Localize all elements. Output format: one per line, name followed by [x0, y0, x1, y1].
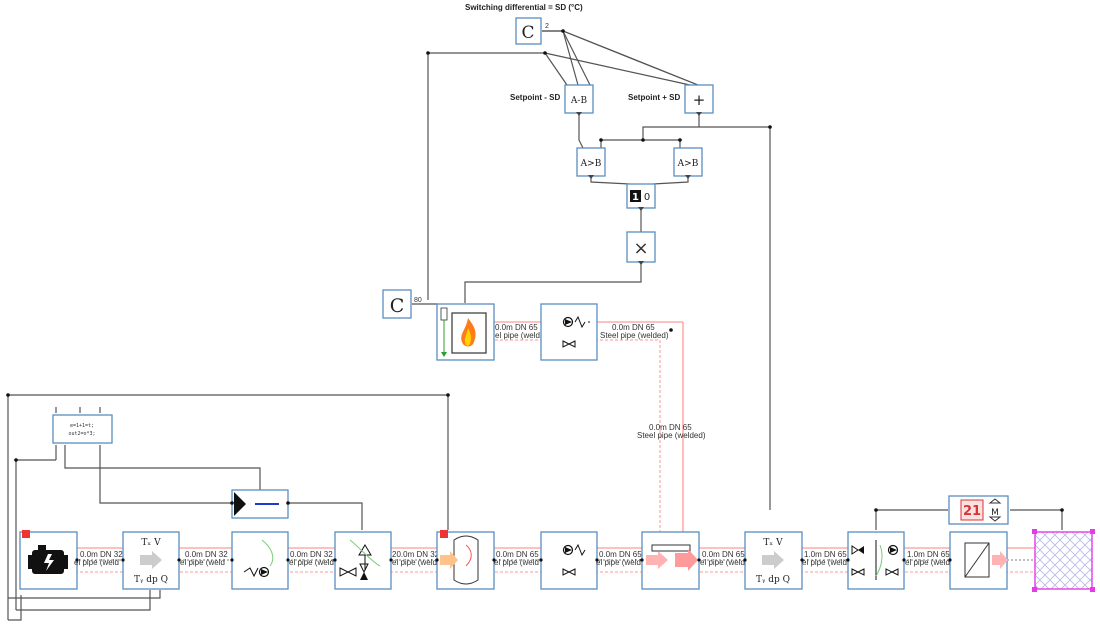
pipe-label-1: 0.0m DN 32 el pipe (weld [74, 550, 123, 567]
sensor-block-1[interactable]: Tₓ V Tᵧ dp Q [122, 531, 180, 590]
svg-text:0.0m DN 65: 0.0m DN 65 [599, 550, 642, 559]
svg-text:1.0m DN 65: 1.0m DN 65 [804, 550, 847, 559]
switching-differential-label: Switching differential = SD (°C) [465, 3, 583, 12]
double-pump-block[interactable] [847, 531, 905, 590]
pump-block-1[interactable] [231, 531, 289, 590]
multiply-block[interactable]: × [626, 231, 656, 265]
boiler-block[interactable] [436, 303, 495, 361]
svg-text:0.0m DN 65: 0.0m DN 65 [612, 323, 655, 332]
setpoint-minus-label: Setpoint - SD [510, 93, 560, 102]
sensor-2-top: Tₓ V [763, 538, 783, 548]
display-block[interactable]: 21 M [948, 495, 1009, 525]
svg-text:0.0m DN 65: 0.0m DN 65 [649, 423, 692, 432]
sensor-2-bottom: Tᵧ dp Q [756, 575, 790, 585]
flipflop-one: 1 [632, 192, 639, 203]
multiply-label: × [633, 238, 648, 259]
svg-text:0.0m DN 65: 0.0m DN 65 [702, 550, 745, 559]
pipe-label-9: 1.0m DN 65 el pipe (weld [905, 550, 950, 567]
display-value: 21 [963, 504, 981, 519]
pipe-label-5: 0.0m DN 65 el pipe (weld [494, 550, 539, 567]
display-mode: M [991, 508, 999, 518]
sensor-1-top: Tₓ V [141, 538, 161, 548]
svg-text:0.0m DN 32: 0.0m DN 32 [80, 550, 123, 559]
sensor-block-2[interactable]: Tₓ V Tᵧ dp Q [744, 531, 803, 590]
compare-block-right[interactable]: A>B [673, 147, 703, 179]
pump-block-2[interactable] [540, 531, 598, 590]
svg-text:el pipe (weld: el pipe (weld [802, 558, 847, 567]
svg-text:el pipe (weld: el pipe (weld [596, 558, 641, 567]
svg-text:Steel pipe (welded): Steel pipe (welded) [637, 431, 706, 440]
junction-dots [6, 29, 1064, 562]
subtract-label: A-B [570, 96, 588, 106]
svg-text:el pipe (weld: el pipe (weld [392, 558, 437, 567]
compare-block-left[interactable]: A>B [576, 147, 606, 179]
compare-right-label: A>B [677, 159, 699, 169]
code-block[interactable]: e=1+1=t; out2=o*3; [52, 414, 113, 444]
svg-text:Steel pipe (welded): Steel pipe (welded) [600, 331, 669, 340]
heat-generator-block[interactable] [19, 530, 78, 590]
upper-pipe-label-1: 0.0m DN 65 el pipe (weld [495, 323, 540, 340]
sensor-1-bottom: Tᵧ dp Q [134, 575, 168, 585]
pipe-label-3: 0.0m DN 32 el pipe (weld [289, 550, 334, 567]
svg-text:0.0m DN 65: 0.0m DN 65 [496, 550, 539, 559]
compare-left-label: A>B [580, 159, 602, 169]
svg-text:el pipe (weld: el pipe (weld [74, 558, 119, 567]
const-top-value: 2 [545, 23, 549, 30]
control-wires [412, 30, 771, 510]
flipflop-block[interactable]: 1 0 [626, 183, 656, 211]
pipe-label-2: 0.0m DN 32 el pipe (weld [180, 550, 228, 567]
pipe-label-7: 0.0m DN 65 el pipe (weld [700, 550, 745, 567]
svg-text:0.0m DN 32: 0.0m DN 32 [290, 550, 333, 559]
code-line-1: e=1+1=t; [70, 423, 94, 429]
const-c-left-symbol: C [390, 295, 405, 317]
svg-text:20.0m DN 32: 20.0m DN 32 [392, 550, 440, 559]
svg-text:el pipe (weld: el pipe (weld [289, 558, 334, 567]
vertical-pipe-label: 0.0m DN 65 Steel pipe (welded) [637, 423, 706, 440]
svg-text:el pipe (weld: el pipe (weld [495, 331, 540, 340]
pipe-label-6: 0.0m DN 65 el pipe (weld [596, 550, 642, 567]
upper-pipe-label-2: 0.0m DN 65 Steel pipe (welded) [600, 323, 669, 340]
heat-exchanger-block[interactable] [949, 531, 1008, 590]
upper-pump-block[interactable] [540, 303, 598, 361]
svg-text:0.0m DN 65: 0.0m DN 65 [495, 323, 538, 332]
svg-text:1.0m DN 65: 1.0m DN 65 [907, 550, 950, 559]
svg-text:el pipe (weld: el pipe (weld [905, 558, 950, 567]
setpoint-plus-label: Setpoint + SD [628, 93, 680, 102]
pipe-label-4: 20.0m DN 32 el pipe (weld [392, 550, 440, 567]
svg-text:el pipe (weld: el pipe (weld [700, 558, 745, 567]
add-block[interactable]: + [684, 84, 714, 116]
mixing-valve-block[interactable] [334, 531, 392, 590]
add-label: + [693, 91, 706, 109]
storage-tank-block[interactable] [436, 530, 495, 590]
const-c-top-symbol: C [521, 23, 534, 43]
transducer-block[interactable] [231, 489, 289, 519]
const-block-top[interactable]: C [515, 17, 542, 45]
pipe-label-8: 1.0m DN 65 el pipe (weld [802, 550, 847, 567]
svg-text:el pipe (weld: el pipe (weld [494, 558, 539, 567]
const-left-value: 80 [414, 297, 422, 304]
code-line-2: out2=o*3; [68, 431, 95, 437]
flipflop-zero: 0 [644, 192, 650, 203]
const-block-left[interactable]: C [382, 289, 412, 319]
subtract-block[interactable]: A-B [564, 84, 594, 116]
svg-text:0.0m DN 32: 0.0m DN 32 [185, 550, 228, 559]
svg-text:el pipe (weld: el pipe (weld [180, 558, 225, 567]
hydraulic-separator-block[interactable] [641, 531, 700, 590]
selected-load-block[interactable] [1032, 529, 1095, 592]
